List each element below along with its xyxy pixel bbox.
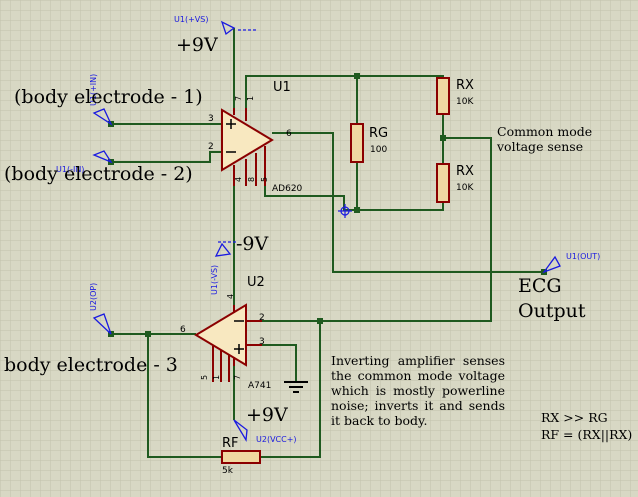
u2-pin-7: 7	[233, 375, 242, 380]
rg-ref-label: RG	[369, 126, 388, 141]
u1-ref-label: U1	[273, 80, 291, 95]
u2-pin-5: 5	[200, 375, 209, 380]
u2-pin-4: 4	[226, 294, 235, 299]
u1-part-label: AD620	[272, 184, 303, 194]
terminal-u2-op: U2(OP)	[89, 283, 98, 311]
rx-top-value-label: 10K	[456, 97, 474, 107]
u2-ref-label: U2	[247, 275, 265, 290]
probe-icon	[338, 204, 352, 218]
rf-value-label: 5k	[222, 466, 234, 476]
common-mode-sense-label: Common mode voltage sense	[497, 124, 593, 154]
u1-pin-5: 5	[260, 177, 269, 182]
u1-pin-6: 6	[286, 129, 292, 139]
plus-9v-top-label: +9V	[176, 34, 218, 56]
rx-bottom-ref-label: RX	[456, 164, 474, 179]
relation-rx-rg: RX >> RG	[541, 410, 608, 425]
terminal-u1-out-icon	[542, 255, 561, 274]
terminal-u1-in-pos-icon	[92, 108, 113, 126]
u1-pin-4: 4	[234, 177, 243, 182]
u2-pin-6: 6	[180, 325, 186, 335]
ecg-output-label: ECG Output	[518, 275, 586, 322]
wires	[111, 28, 544, 458]
inverting-amplifier-note: Inverting amplifier senses the common mo…	[331, 353, 505, 428]
u2-part-label: A741	[248, 381, 271, 391]
terminal-u2-op-icon	[92, 313, 112, 335]
u1-pin-3: 3	[208, 114, 214, 124]
u2-pin-1: 1	[212, 375, 221, 380]
u1-pin-8: 8	[247, 177, 256, 182]
terminal-u1-vs-pos: U1(+VS)	[174, 15, 208, 24]
u2-opamp[interactable]	[194, 303, 262, 382]
u1-pin-7: 7	[234, 96, 243, 101]
ground-icon	[284, 381, 308, 393]
terminal-u2-vcc: U2(VCC+)	[256, 435, 297, 444]
resistor-rx-bottom[interactable]	[436, 163, 450, 203]
rx-bottom-value-label: 10K	[456, 183, 474, 193]
electrode-1-label: (body electrode - 1)	[14, 86, 203, 108]
rg-value-label: 100	[370, 145, 387, 155]
u1-pin-2: 2	[208, 142, 214, 152]
minus-9v-label: -9V	[236, 233, 269, 255]
resistor-rf[interactable]	[221, 450, 261, 464]
terminal-u2-vcc-icon	[233, 419, 248, 443]
electrode-3-label: body electrode - 3	[4, 354, 178, 376]
terminal-u1-out: U1(OUT)	[566, 252, 600, 261]
electrode-2-label: (body electrode - 2)	[4, 163, 193, 185]
resistor-rg[interactable]	[350, 123, 364, 163]
terminal-arrows	[92, 20, 561, 443]
u2-pin-3: 3	[259, 337, 265, 347]
terminal-u1-in-neg: U1(-IN)	[56, 165, 84, 174]
terminal-u1-in-pos: U1(+IN)	[89, 74, 98, 106]
terminal-u1-vs-pos-icon	[220, 20, 236, 36]
terminal-u1-in-neg-icon	[92, 150, 113, 164]
u2-pin-2: 2	[259, 313, 265, 323]
rx-top-ref-label: RX	[456, 78, 474, 93]
plus-9v-bottom-label: +9V	[246, 404, 288, 426]
terminal-u1-vs-neg: U1(-VS)	[210, 265, 219, 295]
rf-ref-label: RF	[222, 436, 239, 451]
relation-rf: RF = (RX||RX)	[541, 427, 633, 442]
resistor-rx-top[interactable]	[436, 77, 450, 115]
u1-pin-1: 1	[246, 96, 255, 101]
u1-opamp[interactable]	[221, 108, 274, 186]
